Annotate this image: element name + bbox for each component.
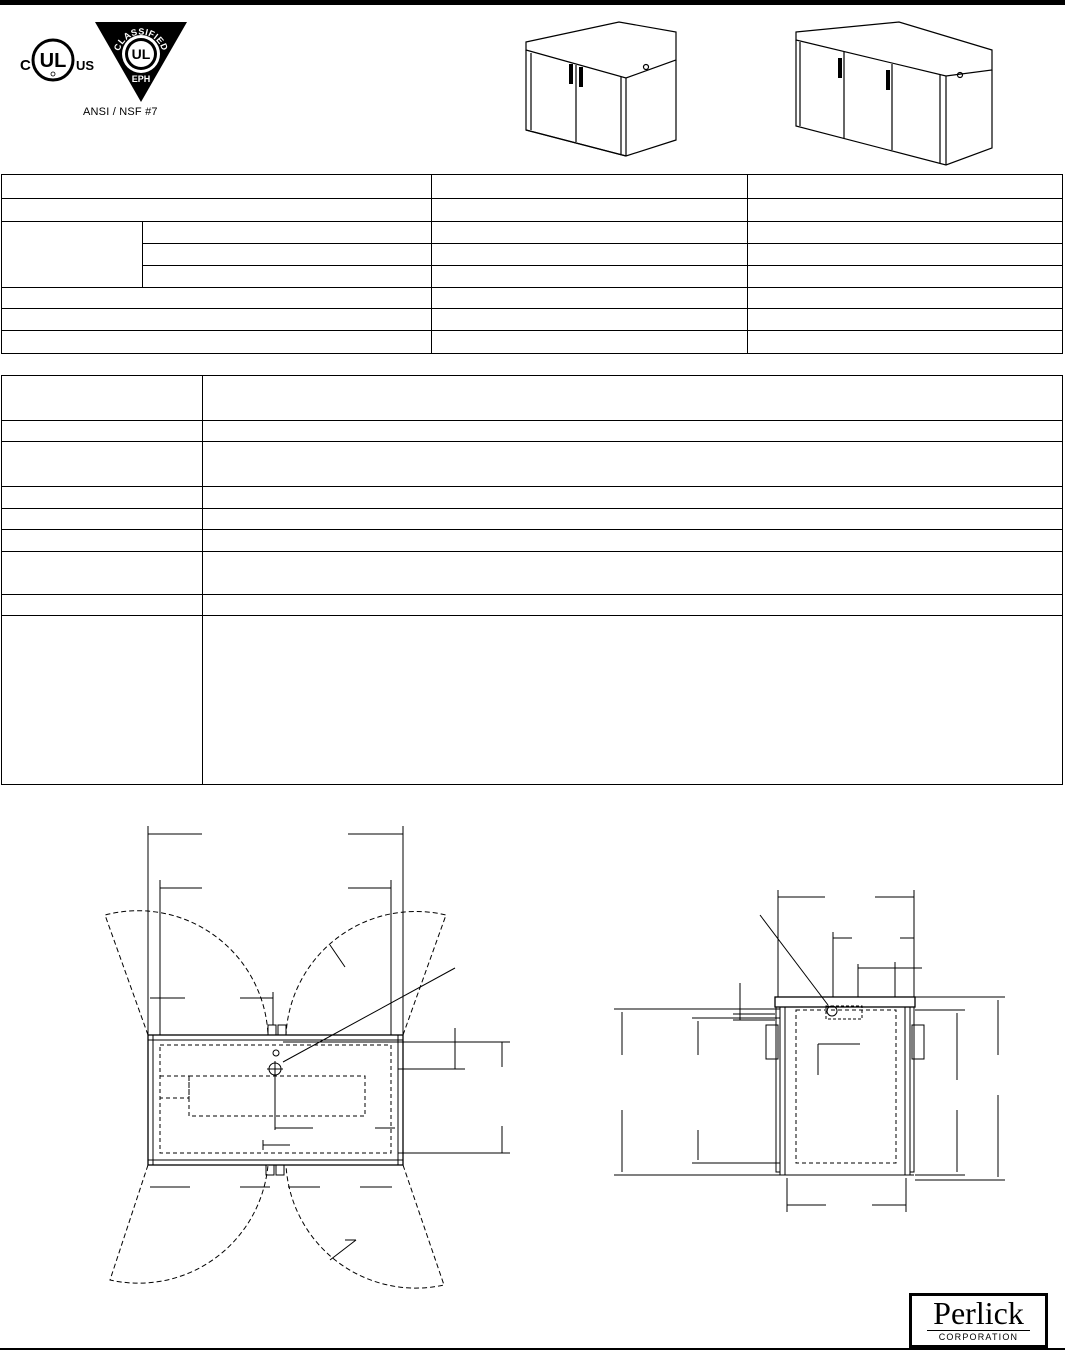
spec-row	[2, 265, 1063, 288]
logo-name: Perlick	[933, 1295, 1024, 1331]
three-door-cabinet-image	[795, 21, 993, 166]
perlick-logo: Perlick CORPORATION	[909, 1293, 1048, 1348]
ul-c-text: C	[20, 57, 31, 74]
nsf-label: ANSI / NSF #7	[83, 106, 158, 118]
eph-text: EPH	[132, 74, 151, 84]
feature-row	[1, 486, 1063, 509]
feature-row	[1, 529, 1063, 552]
feature-row	[1, 508, 1063, 530]
side-view-drawing	[614, 890, 1005, 1212]
spec-row	[1, 287, 1063, 309]
feature-table	[1, 375, 1063, 785]
feature-row	[1, 420, 1063, 442]
spec-row	[1, 221, 1063, 288]
feature-row	[1, 441, 1063, 487]
top-rule	[0, 0, 1065, 5]
two-door-cabinet-image	[525, 21, 677, 157]
logo-subtitle: CORPORATION	[927, 1330, 1030, 1342]
feature-row	[1, 615, 1063, 785]
ul-mark-text: UL	[40, 50, 67, 72]
bottom-rule	[0, 1348, 1065, 1350]
spec-row	[1, 174, 1063, 199]
spec-row	[2, 243, 1063, 266]
classified-ul-text: UL	[132, 46, 151, 62]
ul-classified-icon: UL CLASSIFIED EPH	[95, 22, 187, 102]
ul-us-text: US	[76, 58, 94, 73]
feature-row	[1, 551, 1063, 595]
spec-row	[1, 330, 1063, 354]
plan-view-drawing	[104, 826, 510, 1289]
spec-row	[1, 308, 1063, 331]
feature-row	[1, 594, 1063, 616]
cul-us-icon: C UL US	[20, 38, 94, 82]
spec-row	[1, 198, 1063, 222]
spec-table	[1, 174, 1063, 354]
feature-row	[1, 375, 1063, 421]
